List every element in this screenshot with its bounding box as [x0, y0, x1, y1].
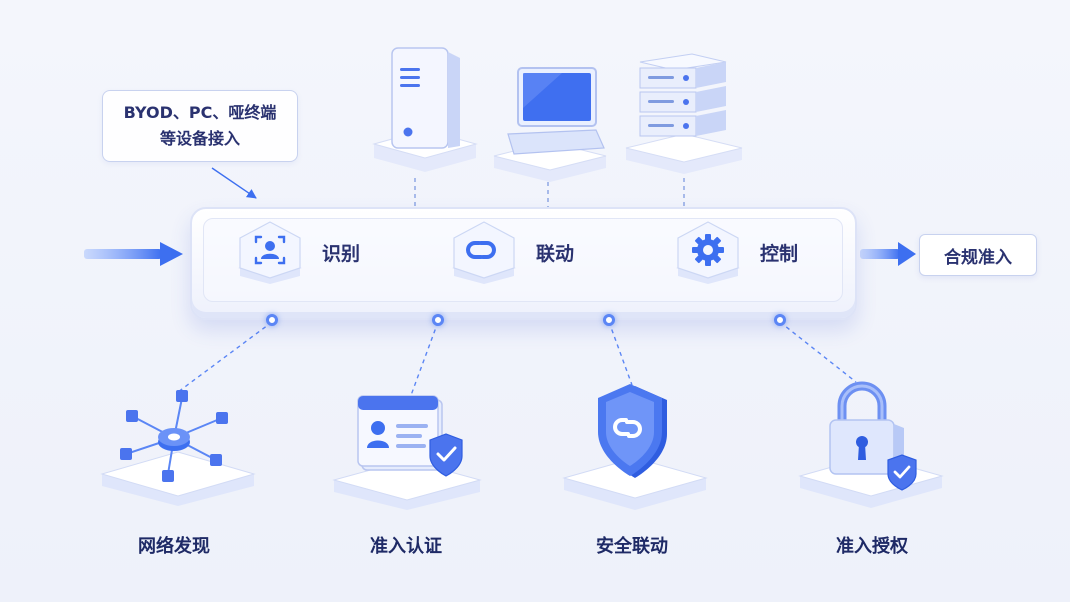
- rack-server-icon: [625, 53, 743, 174]
- user-scan-icon: [238, 221, 302, 284]
- connector-dot: [774, 314, 786, 326]
- id-card-shield-icon: [332, 395, 482, 510]
- padlock-shield-icon: [798, 381, 944, 508]
- step-identify-label: 识别: [322, 243, 361, 265]
- security-linkage-module: [560, 380, 710, 510]
- step-control-label: 控制: [760, 243, 799, 265]
- module-label: 网络发现: [138, 536, 210, 557]
- step-link-label: 联动: [536, 243, 575, 265]
- device-access-callout: BYOD、PC、哑终端 等设备接入: [102, 90, 298, 162]
- connector-dot: [603, 314, 615, 326]
- gear-icon: [676, 221, 740, 284]
- callout-line-1: BYOD、PC、哑终端: [123, 103, 277, 122]
- access-authentication-module: [330, 388, 484, 510]
- laptop-icon: [493, 67, 607, 182]
- step-link-tile: [446, 218, 522, 286]
- step-control-tile: [670, 218, 746, 286]
- laptop-device: [490, 62, 610, 182]
- connector-dot: [266, 314, 278, 326]
- module-label: 准入认证: [370, 536, 442, 557]
- step-identify-tile: [232, 218, 308, 286]
- network-discovery-module: [96, 382, 260, 506]
- tower-server-icon: [372, 47, 478, 172]
- link-icon: [452, 221, 516, 284]
- rack-server-device: [622, 50, 746, 178]
- module-label: 准入授权: [836, 536, 908, 557]
- access-authorization-module: [796, 378, 946, 508]
- tower-server-device: [368, 40, 482, 176]
- compliant-access-label: 合规准入: [944, 247, 1012, 268]
- network-discovery-icon: [100, 390, 256, 506]
- shield-link-icon: [562, 384, 708, 510]
- module-label: 安全联动: [596, 536, 668, 557]
- compliant-access-box: 合规准入: [919, 234, 1037, 276]
- callout-line-2: 等设备接入: [159, 129, 240, 148]
- connector-dot: [432, 314, 444, 326]
